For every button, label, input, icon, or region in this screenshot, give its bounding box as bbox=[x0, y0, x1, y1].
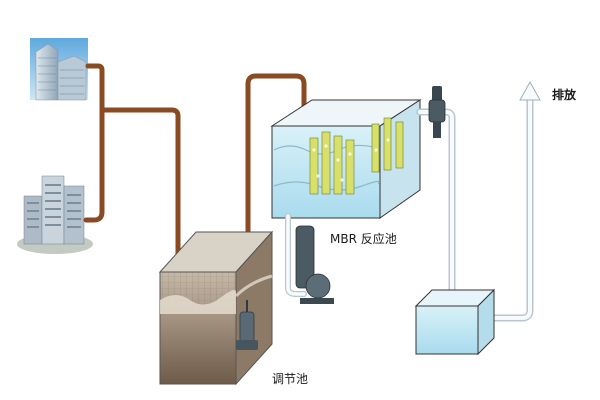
equalization-tank-label: 调节池 bbox=[272, 372, 309, 386]
submersible-pump-icon bbox=[236, 300, 258, 350]
sewage-pipe-transfer bbox=[245, 73, 307, 323]
discharge-label: 排放 bbox=[552, 88, 577, 102]
membrane-modules bbox=[309, 117, 404, 195]
sewage-pipe-inflow bbox=[83, 63, 181, 271]
equalization-tank bbox=[158, 230, 274, 386]
clear-water-tank bbox=[414, 288, 496, 356]
mbr-tank-label: MBR 反应池 bbox=[330, 232, 397, 246]
treated-pipe bbox=[285, 92, 534, 322]
discharge-valve-icon bbox=[428, 86, 446, 138]
centrifugal-pump-icon bbox=[295, 225, 334, 304]
discharge-arrow-icon bbox=[519, 80, 541, 101]
office-tower-icon bbox=[30, 38, 88, 101]
apartment-buildings-icon bbox=[17, 175, 93, 254]
mbr-tank bbox=[270, 99, 422, 219]
